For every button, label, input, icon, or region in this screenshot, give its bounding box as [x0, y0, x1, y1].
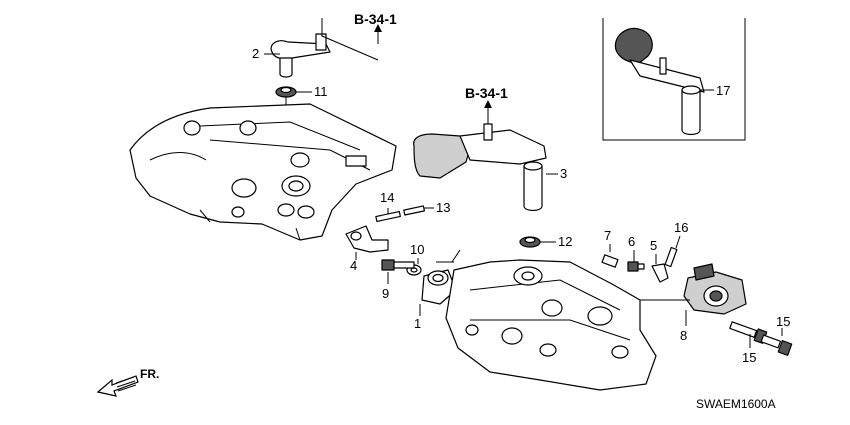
transmission-housing-left — [129, 103, 397, 241]
part-15-bolt-b — [760, 334, 793, 356]
callout-12: 12 — [558, 234, 572, 249]
callouts: 2 11 3 4 14 13 10 9 1 12 7 6 5 16 8 15 1… — [252, 46, 790, 365]
callout-6: 6 — [628, 234, 635, 249]
part-17-shift-arm — [614, 27, 705, 136]
part-14-pin — [375, 210, 401, 223]
callout-3: 3 — [560, 166, 567, 181]
part-1-bracket — [421, 269, 457, 305]
front-direction-label: FR. — [140, 367, 159, 381]
part-16-pin — [664, 246, 678, 268]
callout-16: 16 — [674, 220, 688, 235]
part-9-bolt — [381, 259, 415, 271]
part-4-arm — [345, 225, 389, 253]
part-5-clip — [651, 263, 669, 283]
callout-13: 13 — [436, 200, 450, 215]
reference-label: B-34-1 — [354, 11, 397, 27]
part-6-plug — [627, 261, 645, 272]
part-2-lever — [270, 33, 331, 78]
part-8-actuator — [683, 263, 747, 315]
front-direction-arrow: FR. — [96, 367, 159, 397]
part-11-nut — [275, 86, 297, 98]
part-13-pin — [403, 205, 426, 216]
callout-10: 10 — [410, 242, 424, 257]
reference-b34-1-middle: B-34-1 — [465, 85, 508, 124]
callout-4: 4 — [350, 258, 357, 273]
reference-label: B-34-1 — [465, 85, 508, 101]
callout-15-a: 15 — [742, 350, 756, 365]
callout-11: 11 — [314, 84, 328, 99]
callout-8: 8 — [680, 328, 687, 343]
callout-2: 2 — [252, 46, 259, 61]
callout-14: 14 — [380, 190, 394, 205]
transmission-housing-right — [445, 259, 657, 391]
reference-b34-1-upper: B-34-1 — [321, 11, 397, 61]
callout-1: 1 — [414, 316, 421, 331]
inset-frame — [602, 18, 746, 141]
part-7-spring — [601, 254, 619, 268]
callout-5: 5 — [650, 238, 657, 253]
part-3-shift-lever — [413, 123, 547, 212]
leader-lines — [264, 53, 783, 348]
callout-9: 9 — [382, 286, 389, 301]
callout-17: 17 — [716, 83, 730, 98]
part-12-nut — [519, 236, 541, 248]
diagram-code: SWAEM1600A — [696, 397, 776, 411]
callout-15-b: 15 — [776, 314, 790, 329]
callout-7: 7 — [604, 228, 611, 243]
